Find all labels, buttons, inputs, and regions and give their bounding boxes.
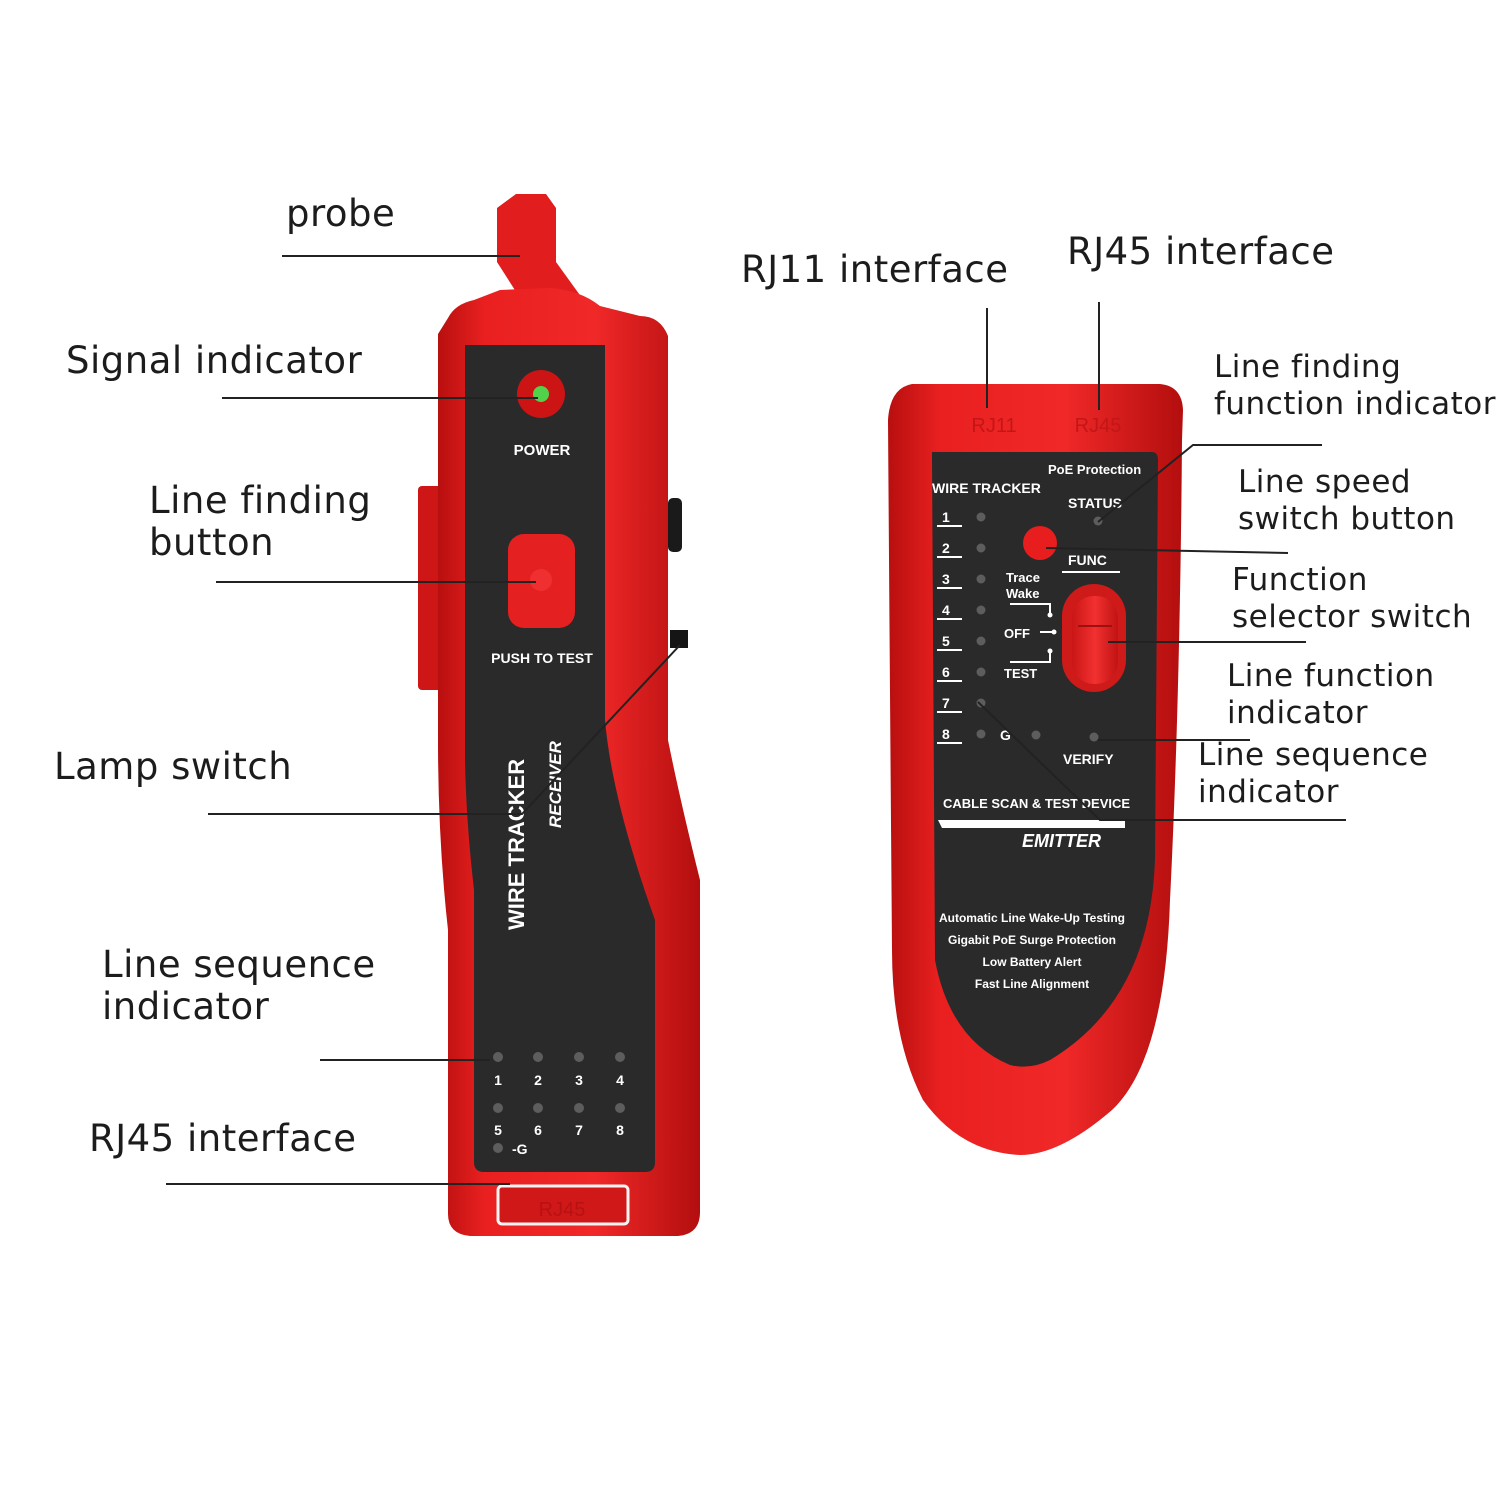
receiver-led-matrix: 1 2 3 4 5 6 7 8 -G bbox=[493, 1052, 625, 1157]
led-label-7: 7 bbox=[575, 1122, 583, 1138]
channel-label-7: 7 bbox=[942, 695, 950, 711]
channel-led-6 bbox=[976, 667, 986, 677]
device-line-label: CABLE SCAN & TEST DEVICE bbox=[943, 796, 1130, 811]
feature-4: Fast Line Alignment bbox=[975, 977, 1089, 991]
receiver-brand: WIRE TRACKER bbox=[504, 759, 529, 930]
ground-label: G bbox=[1000, 727, 1011, 743]
emitter-model: EMITTER bbox=[1022, 831, 1101, 851]
callout-probe: probe bbox=[286, 192, 396, 235]
receiver-model: RECEIVER bbox=[546, 740, 565, 828]
callout-line-sequence-left: Line sequence indicator bbox=[102, 943, 376, 1028]
feature-1: Automatic Line Wake-Up Testing bbox=[939, 911, 1125, 925]
wake-label: Wake bbox=[1006, 586, 1039, 601]
emitter-device: RJ11 RJ45 WIRE TRACKER PoE Protection ST… bbox=[888, 384, 1183, 1155]
off-label: OFF bbox=[1004, 626, 1030, 641]
test-label: TEST bbox=[1004, 666, 1037, 681]
callout-lamp-switch: Lamp switch bbox=[54, 745, 293, 788]
led-label-ground: -G bbox=[512, 1141, 528, 1157]
callout-rj11: RJ11 interface bbox=[741, 248, 1009, 291]
callout-line-sequence-right: Line sequence indicator bbox=[1198, 737, 1429, 810]
channel-label-2: 2 bbox=[942, 540, 950, 556]
led-label-2: 2 bbox=[534, 1072, 542, 1088]
lamp-switch-nub bbox=[668, 498, 682, 552]
leader-lines bbox=[166, 255, 1346, 1185]
push-to-test-label: PUSH TO TEST bbox=[491, 650, 593, 666]
channel-led-5 bbox=[976, 636, 986, 646]
function-selector-switch[interactable] bbox=[1072, 596, 1118, 684]
channel-led-1 bbox=[976, 512, 986, 522]
led-8 bbox=[615, 1103, 625, 1113]
callout-signal-indicator: Signal indicator bbox=[66, 339, 363, 382]
channel-led-8 bbox=[976, 729, 986, 739]
poe-protection-label: PoE Protection bbox=[1048, 462, 1141, 477]
lamp-switch bbox=[670, 630, 688, 648]
callout-line-finding-function: Line finding function indicator bbox=[1214, 349, 1496, 422]
leader-lamp-switch bbox=[208, 644, 681, 815]
channel-led-4 bbox=[976, 605, 986, 615]
channel-label-8: 8 bbox=[942, 726, 950, 742]
leader-line-speed bbox=[1045, 547, 1289, 554]
led-label-5: 5 bbox=[494, 1122, 502, 1138]
feature-2: Gigabit PoE Surge Protection bbox=[948, 933, 1116, 947]
channel-label-5: 5 bbox=[942, 633, 950, 649]
side-button bbox=[418, 486, 442, 690]
callout-line-function: Line function indicator bbox=[1227, 658, 1435, 731]
receiver-rj45-port bbox=[496, 1184, 630, 1226]
leader-line-sequence-right bbox=[977, 701, 1346, 821]
led-label-4: 4 bbox=[616, 1072, 624, 1088]
emitter-brand: WIRE TRACKER bbox=[932, 480, 1041, 496]
line-speed-switch-button[interactable] bbox=[1023, 526, 1057, 560]
channel-led-2 bbox=[976, 543, 986, 553]
receiver-port-label: RJ45 bbox=[539, 1199, 586, 1221]
signal-indicator-led bbox=[533, 386, 549, 402]
leader-line-finding-function bbox=[1097, 444, 1322, 523]
led-label-6: 6 bbox=[534, 1122, 542, 1138]
callout-line-finding-button: Line finding button bbox=[149, 479, 372, 564]
callout-line-speed: Line speed switch button bbox=[1238, 464, 1456, 537]
callout-function-selector: Function selector switch bbox=[1232, 562, 1473, 635]
line-function-indicator bbox=[1089, 732, 1099, 742]
channel-label-6: 6 bbox=[942, 664, 950, 680]
led-7 bbox=[574, 1103, 584, 1113]
channel-led-3 bbox=[976, 574, 986, 584]
channel-label-3: 3 bbox=[942, 571, 950, 587]
led-1 bbox=[493, 1052, 503, 1062]
channel-led-7 bbox=[976, 698, 986, 708]
emitter-rj11-port-label: RJ11 bbox=[971, 415, 1016, 437]
led-label-3: 3 bbox=[575, 1072, 583, 1088]
emitter-channel-list: 1 2 3 4 5 6 7 8 bbox=[937, 509, 986, 744]
status-label: STATUS bbox=[1068, 495, 1122, 511]
led-5 bbox=[493, 1103, 503, 1113]
power-label: POWER bbox=[514, 442, 571, 459]
callout-rj45-left: RJ45 interface bbox=[89, 1117, 357, 1160]
channel-label-1: 1 bbox=[942, 509, 950, 525]
emitter-rj45-port-label: RJ45 bbox=[1075, 415, 1122, 437]
feature-3: Low Battery Alert bbox=[983, 955, 1082, 969]
button-dimple bbox=[530, 569, 552, 591]
led-2 bbox=[533, 1052, 543, 1062]
led-label-8: 8 bbox=[616, 1122, 624, 1138]
channel-label-4: 4 bbox=[942, 602, 950, 618]
func-label: FUNC bbox=[1068, 552, 1107, 568]
led-label-1: 1 bbox=[494, 1072, 502, 1088]
led-4 bbox=[615, 1052, 625, 1062]
led-6 bbox=[533, 1103, 543, 1113]
probe-tip bbox=[497, 194, 582, 298]
led-3 bbox=[574, 1052, 584, 1062]
ground-led bbox=[1031, 730, 1041, 740]
receiver-device: POWER PUSH TO TEST WIRE TRACKER RECEIVER… bbox=[418, 194, 700, 1236]
led-ground bbox=[493, 1143, 503, 1153]
verify-label: VERIFY bbox=[1063, 751, 1114, 767]
callout-rj45-right: RJ45 interface bbox=[1067, 230, 1335, 273]
trace-label: Trace bbox=[1006, 570, 1040, 585]
